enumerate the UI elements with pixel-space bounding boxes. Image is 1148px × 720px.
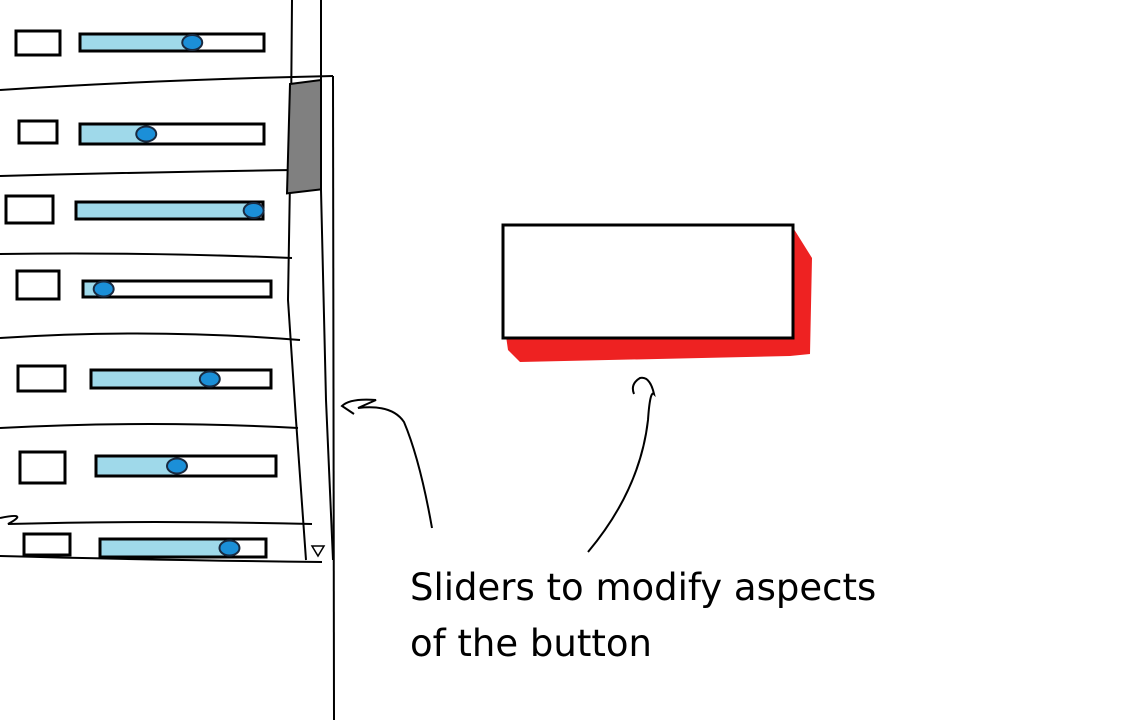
annotation-arrows [340, 376, 656, 553]
slider-row [14, 29, 266, 57]
row-separator [0, 169, 296, 177]
scrollbar-track-right [320, 0, 334, 561]
slider-knob[interactable] [242, 202, 265, 219]
slider-value-box[interactable] [18, 450, 67, 485]
annotation-line-1: Sliders to modify aspects [410, 566, 877, 609]
preview-button-shadow [506, 226, 812, 362]
slider-row [15, 269, 273, 301]
slider-list [4, 29, 278, 559]
row-separator [0, 423, 299, 429]
slider-row [18, 450, 278, 485]
slider-track[interactable] [81, 279, 273, 299]
slider-knob[interactable] [181, 34, 204, 51]
preview-button-group [501, 223, 812, 362]
slider-fill [81, 35, 193, 50]
slider-value-box[interactable] [15, 269, 61, 301]
slider-row [17, 119, 266, 146]
row-separator [0, 75, 334, 91]
row-separator [0, 515, 313, 525]
arrow-to-button [587, 376, 656, 553]
slider-knob[interactable] [218, 539, 241, 557]
slider-fill [77, 203, 254, 218]
arrow-to-sliders [340, 398, 433, 529]
panel-separators [0, 75, 334, 563]
annotation-line-2: of the button [410, 622, 652, 665]
slider-value-box[interactable] [22, 532, 72, 557]
slider-fill [81, 125, 147, 143]
slider-row [16, 364, 273, 393]
slider-value-box[interactable] [17, 119, 59, 145]
row-separator [0, 252, 293, 259]
slider-value-box[interactable] [4, 194, 55, 225]
slider-knob[interactable] [198, 370, 221, 388]
row-separator [0, 555, 323, 563]
scroll-down-arrow-icon[interactable] [310, 545, 326, 558]
slider-fill [92, 371, 210, 387]
scrollbar-track-left [286, 0, 307, 561]
slider-value-box[interactable] [14, 29, 62, 57]
slider-row [4, 194, 265, 225]
slider-fill [97, 457, 177, 475]
scrollbar[interactable] [285, 0, 334, 561]
slider-fill [101, 540, 230, 556]
row-separator [0, 332, 301, 341]
annotation-caption: Sliders to modify aspects of the button [410, 560, 876, 672]
slider-value-box[interactable] [16, 364, 67, 393]
slider-knob[interactable] [166, 457, 188, 475]
panel-divider [332, 75, 335, 720]
scrollbar-thumb[interactable] [285, 78, 322, 195]
slider-row [22, 532, 268, 559]
preview-button[interactable] [501, 223, 795, 340]
slider-knob[interactable] [135, 125, 158, 143]
slider-knob[interactable] [92, 280, 115, 298]
